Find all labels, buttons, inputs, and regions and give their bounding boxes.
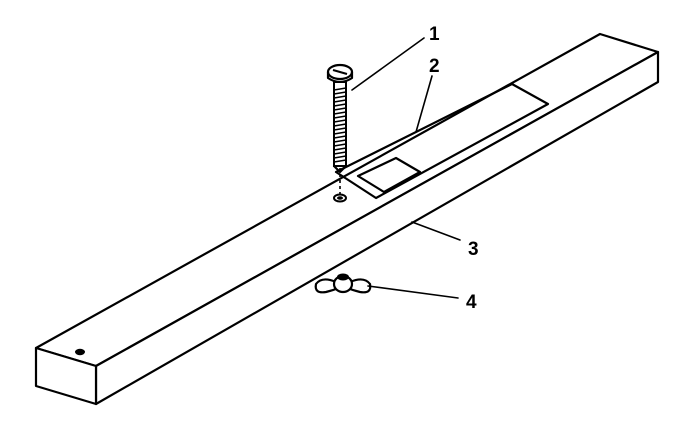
leader-line-4 bbox=[367, 285, 459, 299]
screw-thread-mark bbox=[333, 123, 347, 127]
screw-thread-mark bbox=[333, 99, 347, 103]
screw-hole-center bbox=[337, 196, 343, 200]
label-plate-window bbox=[356, 156, 422, 194]
leader-line-1 bbox=[351, 37, 425, 91]
bar-end-face bbox=[34, 346, 98, 406]
bar-front-face bbox=[94, 50, 660, 406]
screw-thread-mark bbox=[333, 127, 347, 131]
screw-thread-mark bbox=[333, 155, 347, 159]
wing-nut-right-wing bbox=[346, 278, 372, 294]
callout-3: 3 bbox=[468, 239, 479, 260]
screw-thread-mark bbox=[333, 95, 347, 99]
screw-thread-mark bbox=[333, 87, 347, 91]
wing-nut-left-wing bbox=[314, 278, 340, 294]
bar-end-hole bbox=[75, 348, 85, 356]
callout-4: 4 bbox=[466, 292, 477, 313]
screw-thread-mark bbox=[333, 143, 347, 147]
screw-threads bbox=[333, 87, 347, 163]
screw-thread-mark bbox=[333, 119, 347, 123]
screw-thread-mark bbox=[333, 135, 347, 139]
leader-line-3 bbox=[411, 221, 461, 241]
wing-nut-bore bbox=[337, 273, 349, 281]
screw-thread-mark bbox=[333, 159, 347, 163]
bar bbox=[34, 32, 660, 406]
screw-thread-mark bbox=[333, 91, 347, 95]
screw-tip bbox=[332, 164, 348, 174]
screw-thread-mark bbox=[333, 139, 347, 143]
screw-thread-mark bbox=[333, 111, 347, 115]
screw-hole bbox=[333, 193, 347, 203]
label-plate bbox=[334, 82, 550, 200]
screw-thread-mark bbox=[333, 151, 347, 155]
screw-thread-mark bbox=[333, 103, 347, 107]
label-plate-outline bbox=[334, 82, 550, 200]
screw-thread-mark bbox=[333, 107, 347, 111]
screw-thread-mark bbox=[333, 131, 347, 135]
callout-1: 1 bbox=[429, 24, 440, 45]
wing-nut bbox=[314, 273, 372, 294]
screw-slot bbox=[332, 69, 348, 75]
screw-thread-mark bbox=[333, 147, 347, 151]
screw-thread-mark bbox=[333, 115, 347, 119]
callout-2: 2 bbox=[429, 56, 440, 77]
screw bbox=[326, 63, 354, 174]
leader-line-2 bbox=[415, 75, 433, 133]
